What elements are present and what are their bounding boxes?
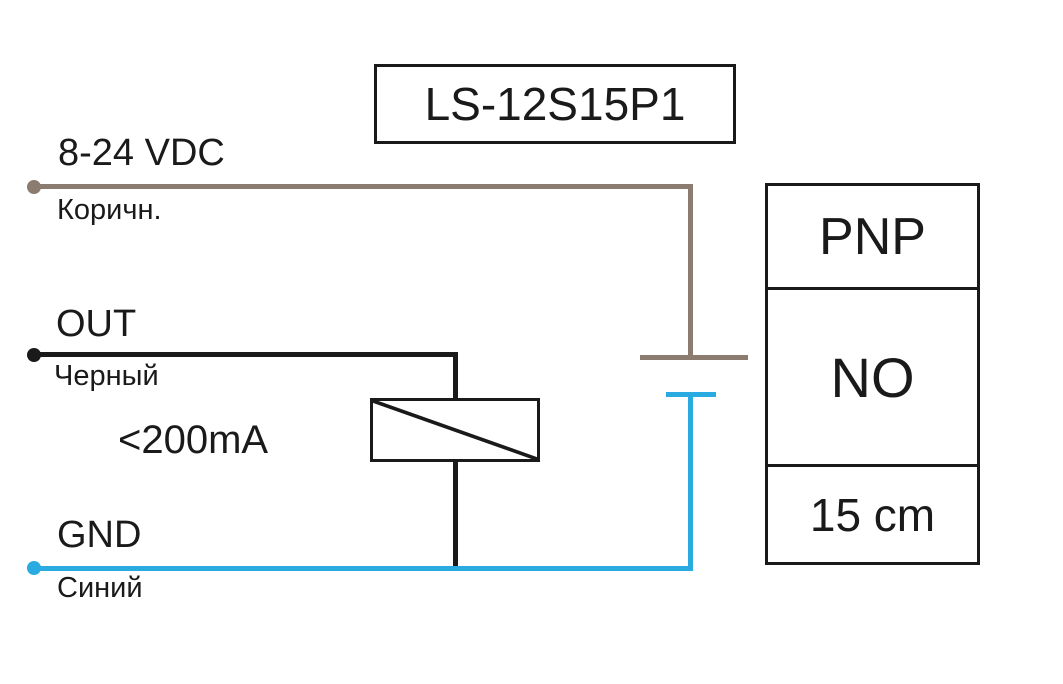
power-color-label: Коричн. — [57, 194, 162, 226]
sensing-distance-value: 15 cm — [809, 488, 936, 541]
ground-contact-plate — [666, 392, 716, 397]
ground-color-label: Синий — [57, 572, 143, 604]
output-type-value: PNP — [819, 207, 926, 266]
panel-row-contact-type: NO — [768, 287, 977, 464]
output-wire-horizontal — [34, 352, 458, 357]
load-current-label: <200mA — [118, 418, 269, 462]
output-color-label: Черный — [54, 360, 159, 392]
output-wire-vertical-upper — [453, 352, 458, 400]
model-number: LS-12S15P1 — [424, 78, 686, 130]
power-contact-plate — [640, 355, 748, 360]
model-label-box: LS-12S15P1 — [374, 64, 736, 144]
load-diagonal-line — [373, 401, 537, 459]
panel-row-sensing-distance: 15 cm — [768, 464, 977, 562]
output-wire-vertical-lower — [453, 460, 458, 568]
contact-type-value: NO — [830, 345, 915, 409]
load-symbol — [370, 398, 540, 462]
panel-row-output-type: PNP — [768, 186, 977, 287]
ground-wire-horizontal — [34, 566, 693, 571]
sensor-spec-panel: PNP NO 15 cm — [765, 183, 980, 565]
power-wire-vertical — [688, 184, 693, 358]
power-voltage-label: 8-24 VDC — [58, 132, 225, 174]
power-wire-horizontal — [34, 184, 693, 189]
ground-wire-vertical — [688, 392, 693, 571]
ground-label: GND — [57, 514, 142, 556]
output-label: OUT — [56, 303, 137, 345]
